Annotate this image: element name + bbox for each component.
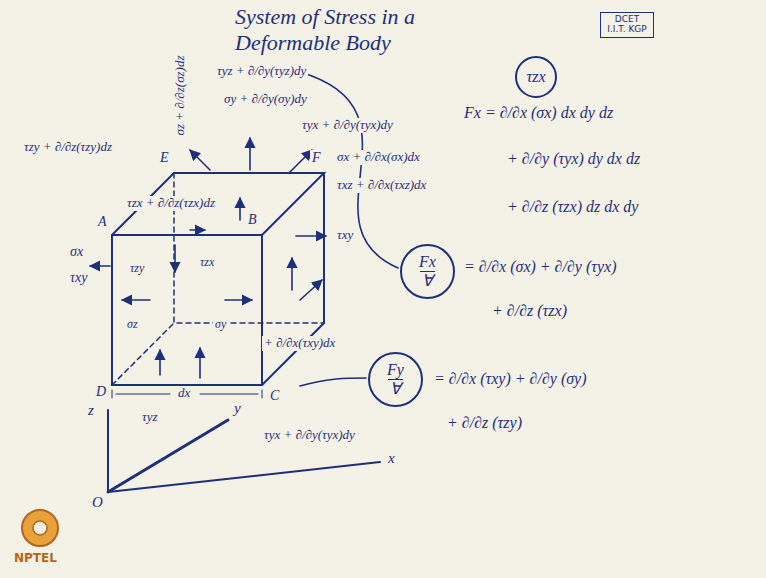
front-face	[112, 235, 262, 385]
handwritten-label: τyx + ∂/∂y(τyx)dy	[300, 118, 395, 133]
handwritten-label: A	[96, 214, 109, 230]
right-face	[262, 173, 324, 385]
handwritten-label: E	[158, 150, 171, 166]
equation-line: + ∂/∂z (τzx) dz dx dy	[505, 198, 640, 216]
handwritten-label: τxy	[68, 270, 89, 286]
handwritten-label: y	[232, 400, 243, 417]
handwritten-label: τzx + ∂/∂z(τzx)dz	[125, 196, 217, 211]
node-text: τzx	[524, 68, 547, 86]
node-text: Fy	[385, 361, 406, 379]
handwritten-label: σy + ∂/∂y(σy)dy	[222, 92, 309, 107]
circled-term: Fy∀	[368, 352, 423, 407]
node-text: Fx	[417, 253, 438, 271]
stress-arrow	[90, 265, 110, 267]
handwritten-label: τzy + ∂/∂z(τzy)dz	[22, 140, 121, 155]
stress-arrow	[190, 229, 205, 231]
handwritten-label: τzy	[128, 262, 146, 276]
circled-term: Fx∀	[400, 244, 455, 299]
handwritten-label: τyz + ∂/∂y(τyz)dy	[215, 64, 308, 79]
page-title: System of Stress in a Deformable Body	[235, 4, 503, 56]
handwritten-label: τxz + ∂/∂x(τxz)dx	[335, 178, 428, 193]
handwritten-label: σz	[125, 318, 140, 332]
node-text: DCET	[613, 15, 641, 25]
y-axis	[108, 420, 228, 492]
nptel-logo	[22, 510, 58, 546]
handwritten-label: z	[86, 402, 96, 419]
top-face	[112, 173, 324, 235]
handwritten-label: NPTEL	[12, 552, 59, 566]
stress-arrow	[296, 235, 326, 237]
equation-line: + ∂/∂z (τzy)	[445, 414, 524, 432]
handwritten-label: τyx + ∂/∂y(τyx)dy	[262, 428, 357, 443]
handwritten-label: σx + ∂/∂x(σx)dx	[335, 150, 422, 165]
handwritten-label: τyz	[140, 410, 159, 425]
leader-curve	[300, 378, 366, 386]
node-text: ∀	[420, 271, 435, 290]
stress-arrow	[159, 350, 161, 375]
handwritten-label: + ∂/∂x(τxy)dx	[262, 336, 337, 351]
handwritten-label: dx	[176, 386, 192, 401]
handwritten-label: B	[246, 212, 259, 228]
equation-line: = ∂/∂x (σx) + ∂/∂y (τyx)	[462, 258, 619, 276]
handwritten-label: σy	[213, 318, 228, 332]
z-axis	[107, 410, 109, 492]
handwritten-label: τzx	[198, 256, 216, 270]
equation-line: + ∂/∂y (τyx) dy dx dz	[505, 150, 642, 168]
stress-arrow	[174, 245, 176, 272]
stress-arrow	[291, 258, 293, 290]
handwritten-label: σz + ∂/∂z(σz)dz	[173, 53, 188, 137]
handwritten-label: F	[310, 150, 323, 166]
stress-arrow	[190, 150, 210, 170]
handwritten-label: x	[386, 450, 397, 467]
handwritten-label: D	[94, 384, 108, 400]
equation-line: = ∂/∂x (τxy) + ∂/∂y (σy)	[432, 370, 589, 388]
stress-arrow	[225, 299, 252, 301]
stress-arrow	[290, 150, 312, 172]
node-text: ∀	[388, 379, 403, 398]
stamp-box: DCETI.I.T. KGP	[600, 12, 654, 38]
stress-arrow	[249, 138, 251, 170]
handwritten-label: σx	[68, 244, 85, 260]
handwritten-label: O	[90, 494, 105, 511]
stress-arrow	[199, 348, 201, 378]
node-text: I.I.T. KGP	[605, 25, 649, 35]
hidden-edge	[112, 323, 174, 385]
stress-arrow	[239, 198, 241, 220]
equation-line: + ∂/∂z (τzx)	[490, 302, 569, 320]
stress-arrow	[122, 299, 150, 301]
equation-line: Fx = ∂/∂x (σx) dx dy dz	[462, 104, 615, 122]
leader-curve	[300, 72, 398, 268]
handwritten-label: τxy	[335, 228, 355, 243]
circled-term: τzx	[515, 56, 557, 98]
handwritten-label: C	[268, 388, 281, 404]
stress-arrow	[300, 280, 322, 300]
